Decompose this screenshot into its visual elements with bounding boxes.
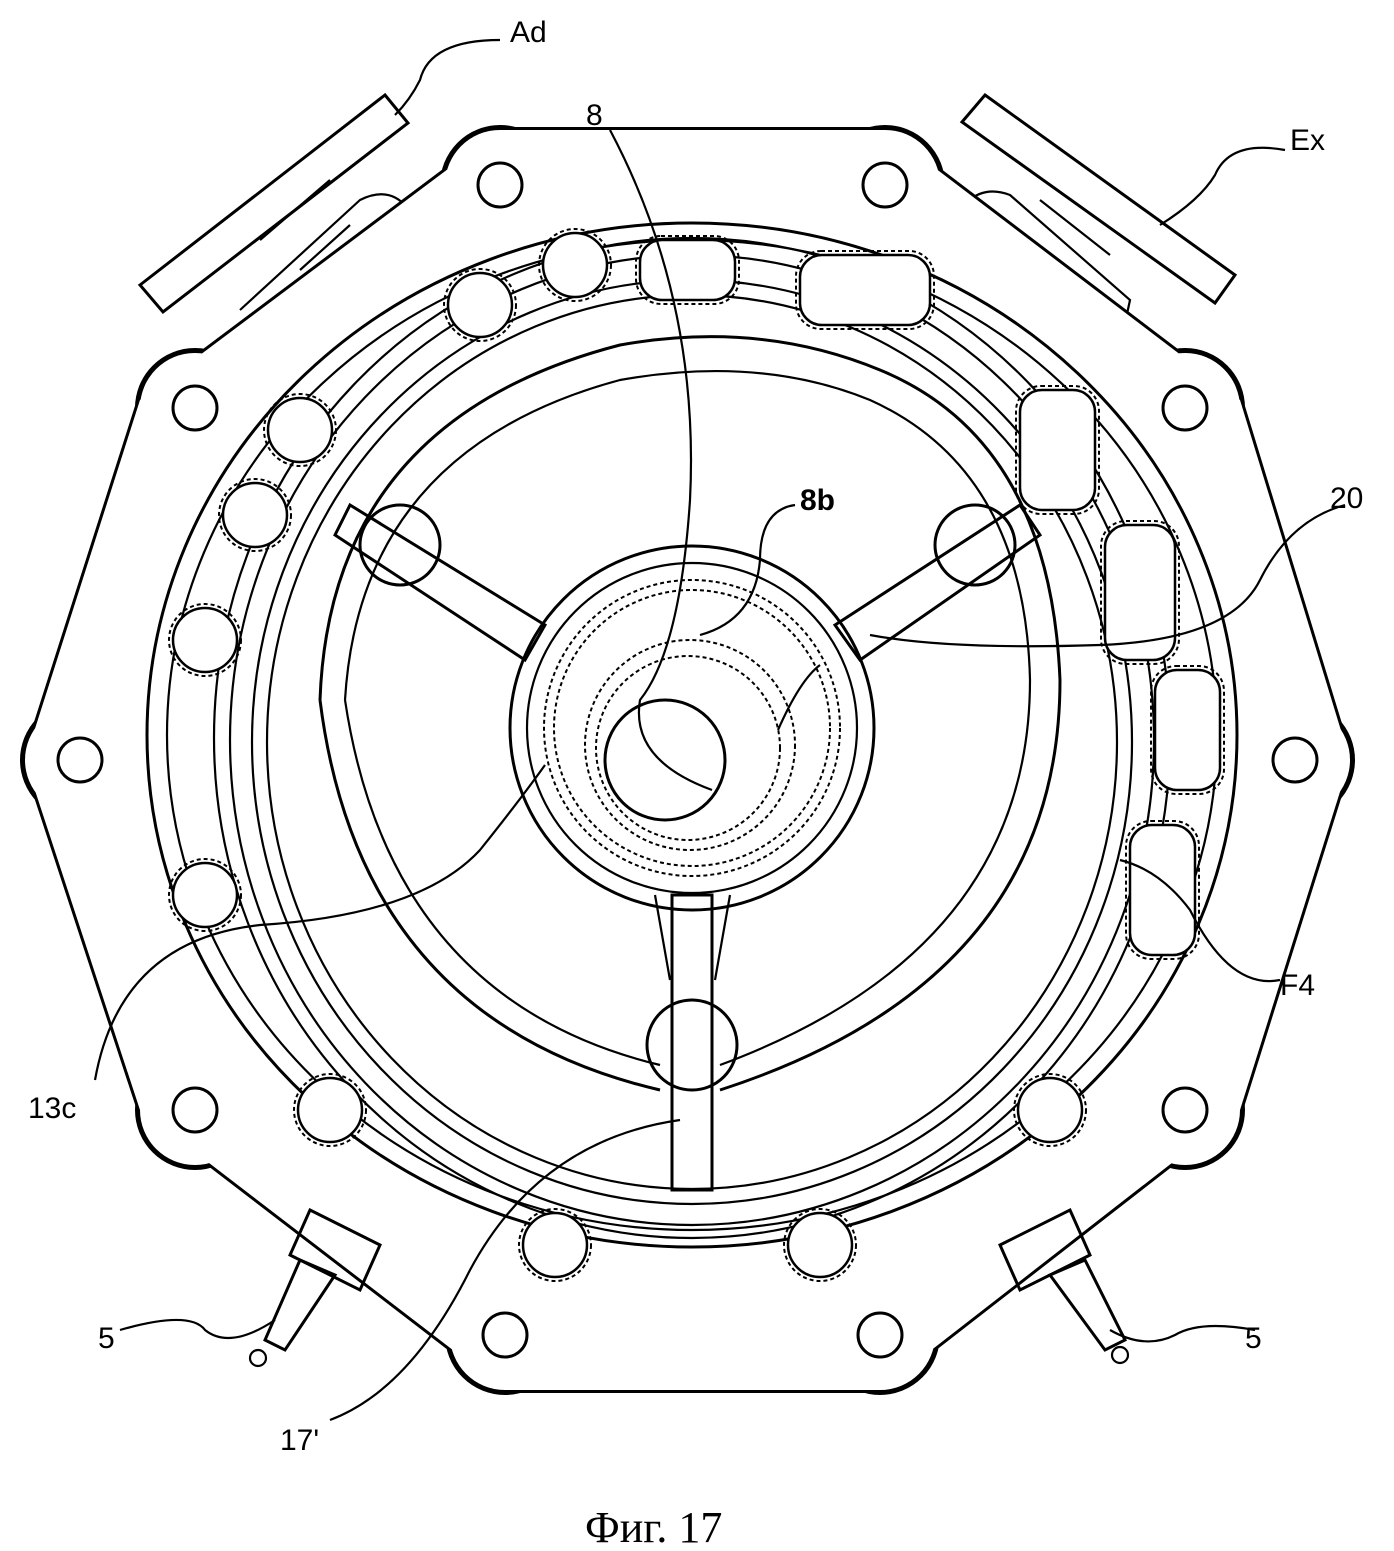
oval-port <box>1130 825 1195 955</box>
round-port <box>298 1078 362 1142</box>
label-5-right: 5 <box>1245 1322 1262 1355</box>
label-8: 8 <box>586 99 603 132</box>
round-port <box>173 608 237 672</box>
round-port <box>523 1213 587 1277</box>
label-f4: F4 <box>1280 969 1315 1002</box>
oval-port <box>1105 525 1175 660</box>
oval-port <box>800 255 930 325</box>
round-port <box>1018 1078 1082 1142</box>
label-13c: 13c <box>28 1092 76 1125</box>
oval-port <box>1020 390 1095 510</box>
label-ex: Ex <box>1290 124 1325 157</box>
round-port <box>268 398 332 462</box>
oval-port <box>640 240 735 300</box>
round-port <box>223 483 287 547</box>
label-5-left: 5 <box>98 1322 115 1355</box>
label-ad: Ad <box>510 16 547 49</box>
label-8b: 8b <box>800 484 835 517</box>
round-port <box>788 1213 852 1277</box>
round-port <box>543 233 607 297</box>
round-port <box>173 863 237 927</box>
label-20: 20 <box>1330 482 1363 515</box>
label-17-prime: 17' <box>280 1424 319 1457</box>
oval-port <box>1155 670 1220 790</box>
figure-caption: Фиг. 17 <box>585 1503 722 1551</box>
round-port <box>448 273 512 337</box>
